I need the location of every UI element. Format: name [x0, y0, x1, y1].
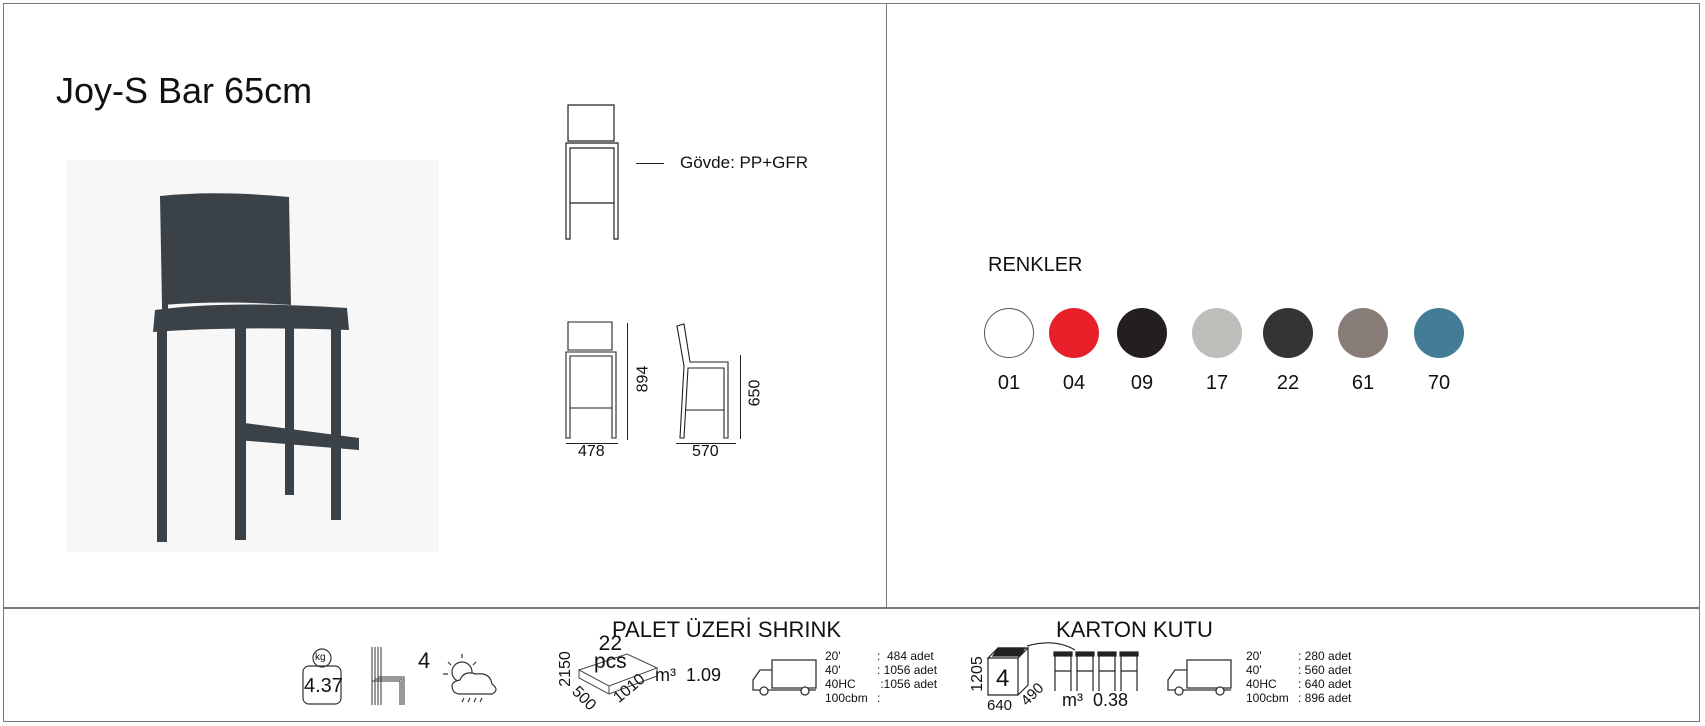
truck-icon	[752, 659, 817, 696]
front-view-drawing	[565, 104, 619, 240]
chair-photo	[67, 160, 439, 552]
container-capacity: :1056 adet	[877, 677, 938, 691]
color-swatch-09	[1117, 308, 1167, 358]
container-type: 40'	[1246, 663, 1262, 677]
container-row: 40' : 1056 adet	[825, 663, 937, 677]
weight-unit: kg	[315, 652, 326, 663]
container-capacity: : 280 adet	[1298, 649, 1352, 663]
container-row: 20' : 280 adet	[1246, 649, 1351, 663]
colors-heading: RENKLER	[988, 254, 1083, 276]
material-value: PP+GFR	[739, 153, 809, 172]
color-code: 22	[1276, 372, 1300, 394]
color-swatch-22	[1263, 308, 1313, 358]
color-code: 01	[997, 372, 1021, 394]
container-row: 40HC : 640 adet	[1246, 677, 1351, 691]
depth-dim-line	[676, 443, 736, 444]
seat-height-dimension: 650	[746, 379, 764, 407]
color-code: 17	[1205, 372, 1229, 394]
stacking-icon	[371, 647, 405, 705]
pallet-icon	[577, 653, 659, 695]
container-capacity: : 1056 adet	[877, 663, 938, 677]
horizontal-divider	[3, 607, 1700, 609]
side-dimension-drawing	[676, 323, 729, 439]
weight-icon	[302, 648, 342, 705]
container-row: 40HC :1056 adet	[825, 677, 937, 691]
outer-frame	[3, 3, 1700, 722]
truck-icon	[1167, 659, 1232, 696]
container-row: 20' : 484 adet	[825, 649, 937, 663]
container-capacity: : 560 adet	[1298, 663, 1352, 677]
color-code: 61	[1351, 372, 1375, 394]
pallet-height: 2150	[556, 651, 574, 687]
color-swatch-04	[1049, 308, 1099, 358]
container-capacity: :	[877, 691, 881, 705]
container-type: 100cbm	[1246, 691, 1289, 705]
container-capacity: : 640 adet	[1298, 677, 1352, 691]
front-dimension-drawing	[565, 321, 617, 439]
material-leader-line	[636, 163, 664, 164]
weight-value: 4.37	[304, 675, 343, 697]
vertical-divider	[886, 3, 887, 607]
color-code: 09	[1130, 372, 1154, 394]
width-dim-line	[566, 443, 618, 444]
depth-dimension: 570	[692, 443, 719, 460]
container-type: 100cbm	[825, 691, 868, 705]
width-dimension: 478	[578, 443, 605, 460]
pallet-pcs-count: 22	[598, 632, 623, 655]
carton-chairs-icon	[1053, 651, 1139, 692]
carton-volume-label: m³	[1062, 690, 1083, 710]
container-capacity: : 484 adet	[877, 649, 934, 663]
material-label: Gövde:	[680, 153, 735, 172]
pallet-pcs-label: pcs	[594, 650, 627, 673]
pallet-volume-value: 1.09	[686, 665, 722, 685]
container-capacity: : 896 adet	[1298, 691, 1352, 705]
pallet-heading: PALET ÜZERİ SHRINK	[612, 617, 842, 642]
color-code: 04	[1062, 372, 1086, 394]
material-spec: Gövde: PP+GFR	[680, 153, 808, 173]
container-type: 40HC	[1246, 677, 1277, 691]
seat-dim-line	[740, 355, 741, 439]
stack-count: 4	[418, 648, 431, 673]
color-swatch-01	[984, 308, 1034, 358]
container-row: 100cbm:	[825, 691, 937, 705]
color-code: 70	[1427, 372, 1451, 394]
carton-width: 640	[987, 697, 1013, 714]
pallet-volume-label: m³	[655, 665, 676, 685]
product-title: Joy-S Bar 65cm	[56, 70, 313, 111]
container-row: 40' : 560 adet	[1246, 663, 1351, 677]
outdoor-weather-icon	[443, 654, 497, 703]
container-type: 40HC	[825, 677, 856, 691]
carton-height: 1205	[968, 656, 986, 692]
container-type: 20'	[825, 649, 841, 663]
color-swatch-70	[1414, 308, 1464, 358]
height-dimension: 894	[634, 365, 652, 393]
carton-heading: KARTON KUTU	[1056, 617, 1213, 642]
carton-container-table: 20' : 280 adet 40' : 560 adet 40HC : 640 adet…	[1246, 649, 1351, 705]
carton-volume: m³ 0.38	[1062, 690, 1128, 711]
container-type: 40'	[825, 663, 841, 677]
container-row: 100cbm : 896 adet	[1246, 691, 1351, 705]
carton-box-icon	[986, 642, 1076, 696]
carton-volume-value: 0.38	[1093, 690, 1129, 710]
color-swatch-17	[1192, 308, 1242, 358]
carton-qty: 4	[996, 665, 1010, 692]
height-dim-line	[627, 323, 628, 440]
container-type: 20'	[1246, 649, 1262, 663]
color-swatch-61	[1338, 308, 1388, 358]
pallet-volume: m³ 1.09	[655, 665, 721, 686]
